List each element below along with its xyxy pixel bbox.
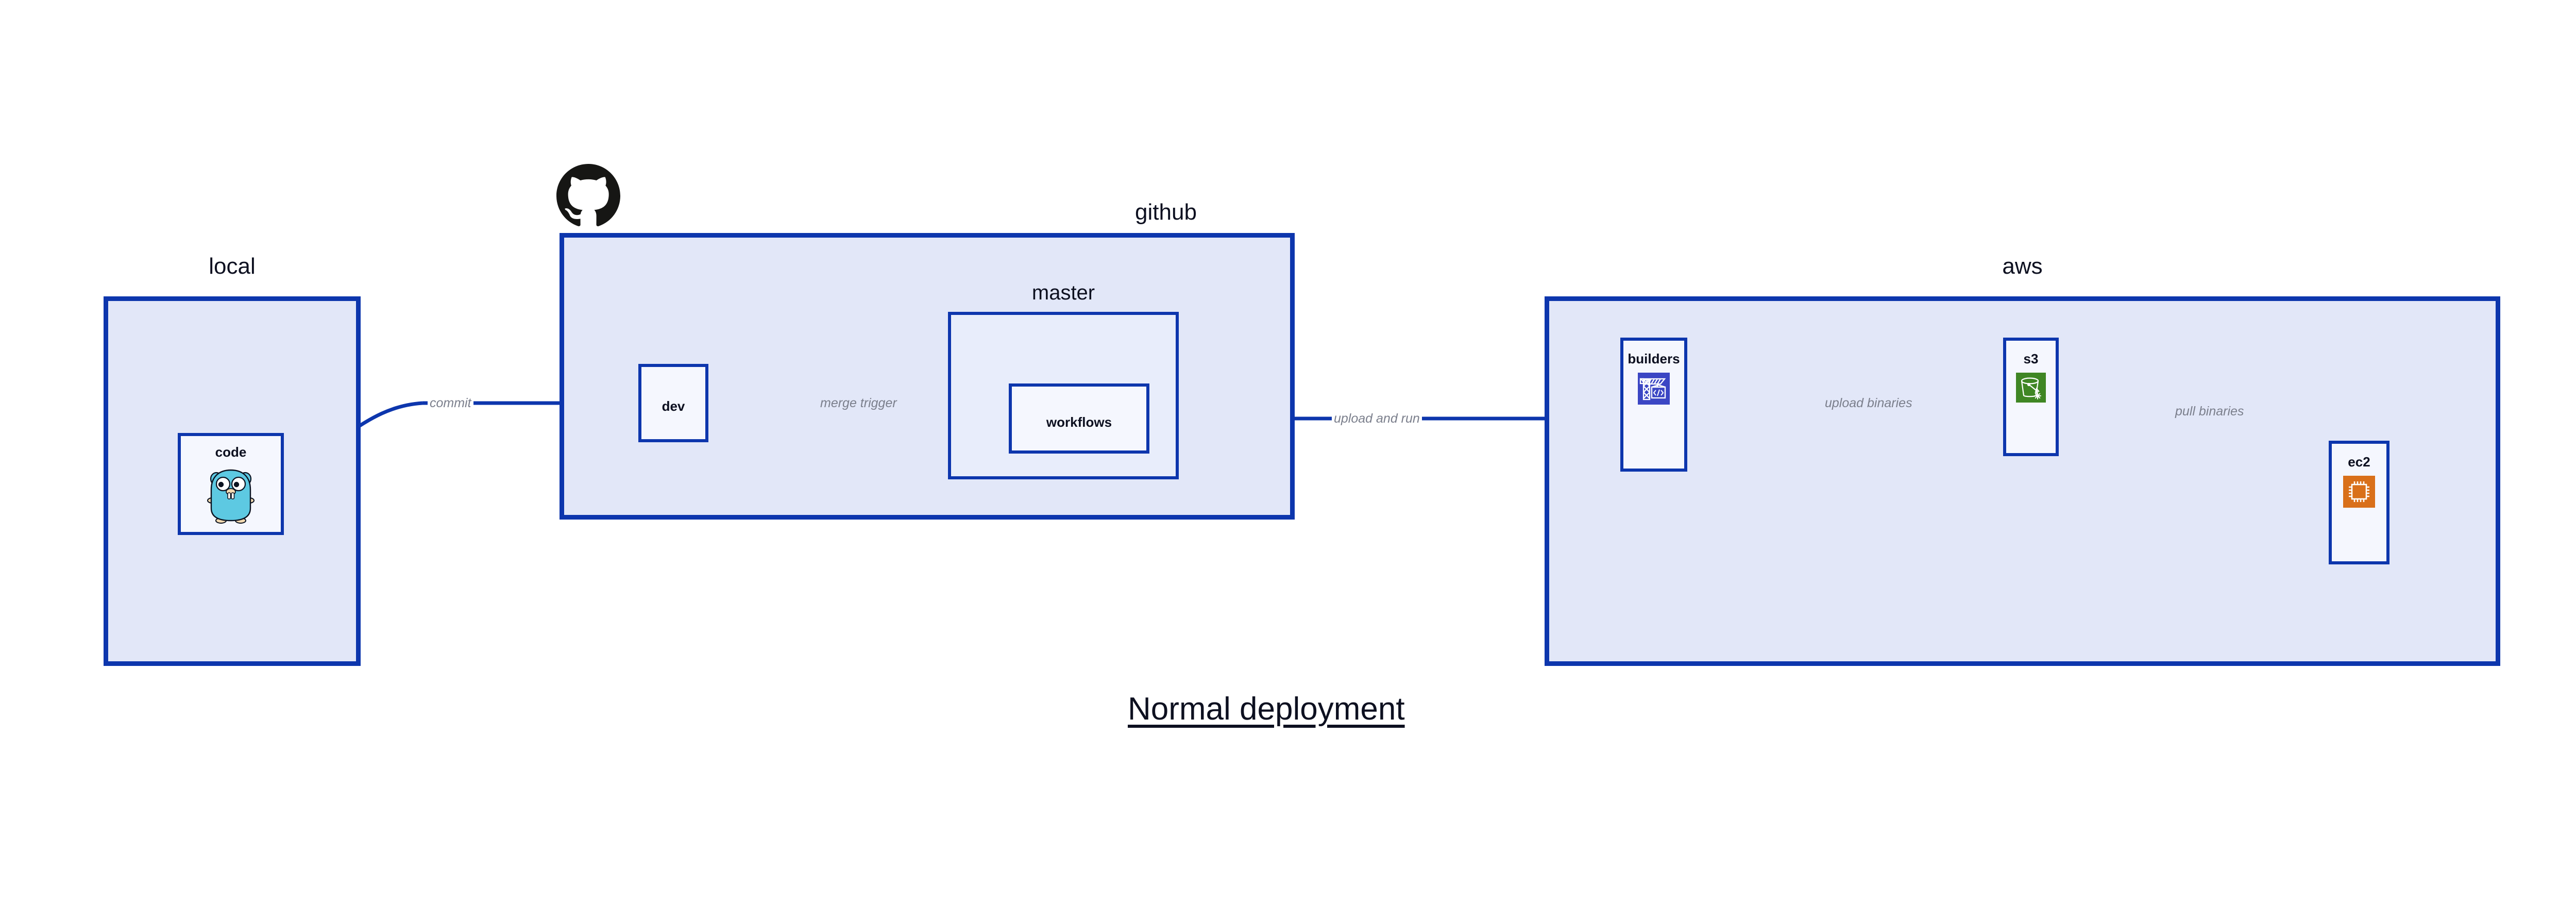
group-label-aws: aws (2002, 254, 2043, 279)
go-gopher-icon (207, 466, 255, 524)
github-octocat-icon (556, 164, 620, 228)
edge-label-upload-and-run: upload and run (1332, 412, 1422, 425)
node-ec2[interactable]: ec2 (2329, 441, 2389, 564)
bucket-snowflake-icon (2016, 373, 2046, 403)
node-label-builders: builders (1628, 351, 1680, 366)
node-builders[interactable]: builders (1620, 338, 1687, 472)
node-s3[interactable]: s3 (2003, 338, 2059, 456)
node-label-s3: s3 (2023, 351, 2039, 366)
node-label-ec2: ec2 (2348, 454, 2370, 470)
node-dev[interactable]: dev (638, 364, 708, 442)
subgroup-label-master: master (1031, 281, 1095, 304)
cpu-chip-icon (2343, 476, 2375, 508)
node-label-workflows: workflows (1046, 414, 1112, 430)
edge-label-pull-binaries: pull binaries (2173, 405, 2246, 418)
crane-code-icon (1638, 373, 1670, 405)
group-label-github: github (1135, 199, 1197, 225)
node-workflows[interactable]: workflows (1009, 383, 1149, 454)
group-label-local: local (209, 254, 256, 279)
edge-label-commit: commit (428, 397, 473, 410)
node-code[interactable]: code (178, 433, 284, 535)
edge-label-upload-binaries: upload binaries (1823, 397, 1914, 410)
diagram-title: Normal deployment (1128, 691, 1405, 727)
edge-label-merge-trigger: merge trigger (818, 397, 899, 410)
node-label-code: code (215, 444, 247, 460)
node-label-dev: dev (662, 398, 685, 414)
